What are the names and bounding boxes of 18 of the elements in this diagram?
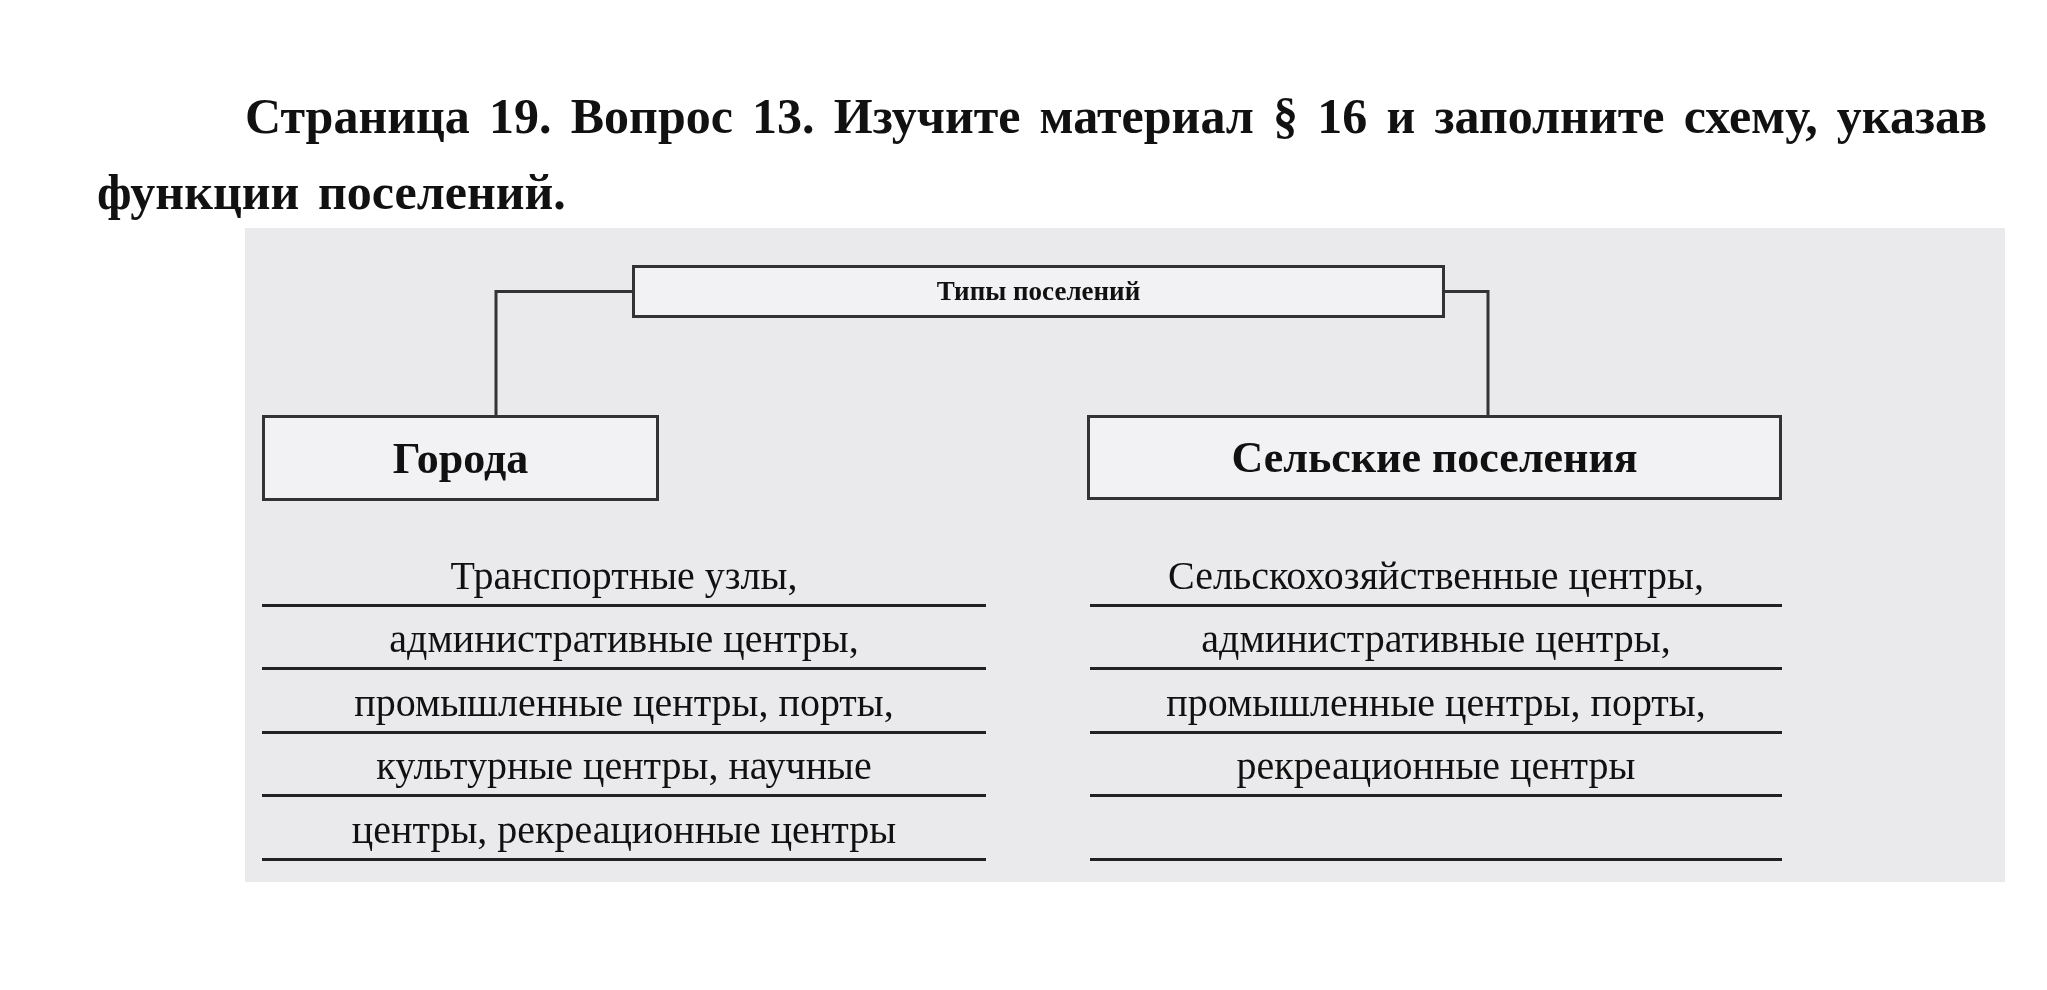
answer-text: административные центры, xyxy=(389,615,859,663)
category-box xyxy=(1087,415,1782,500)
connector-line xyxy=(494,290,632,415)
category-label: Сельские поселения xyxy=(1231,432,1638,483)
category-label: Города xyxy=(392,432,529,484)
answer-text: административные центры, xyxy=(1201,615,1671,663)
category-label: Типы поселений xyxy=(936,276,1141,307)
answer-text: Транспортные узлы, xyxy=(450,552,798,600)
page-heading: Страница 19. Вопрос 13. Изучите материал § 16 и заполните схему, указав функции поселений. xyxy=(97,87,1987,222)
answer-text: промышленные центры, порты, xyxy=(354,679,894,727)
connector-line xyxy=(1445,290,1490,415)
answer-text: центры, рекреационные центры xyxy=(351,806,897,854)
answer-text: промышленные центры, порты, xyxy=(1166,679,1706,727)
category-box xyxy=(632,265,1445,318)
answer-text: Сельскохозяйственные центры, xyxy=(1168,552,1704,600)
answer-text: рекреационные центры xyxy=(1236,742,1636,790)
category-box xyxy=(262,415,659,501)
answer-text: культурные центры, научные xyxy=(376,742,872,790)
